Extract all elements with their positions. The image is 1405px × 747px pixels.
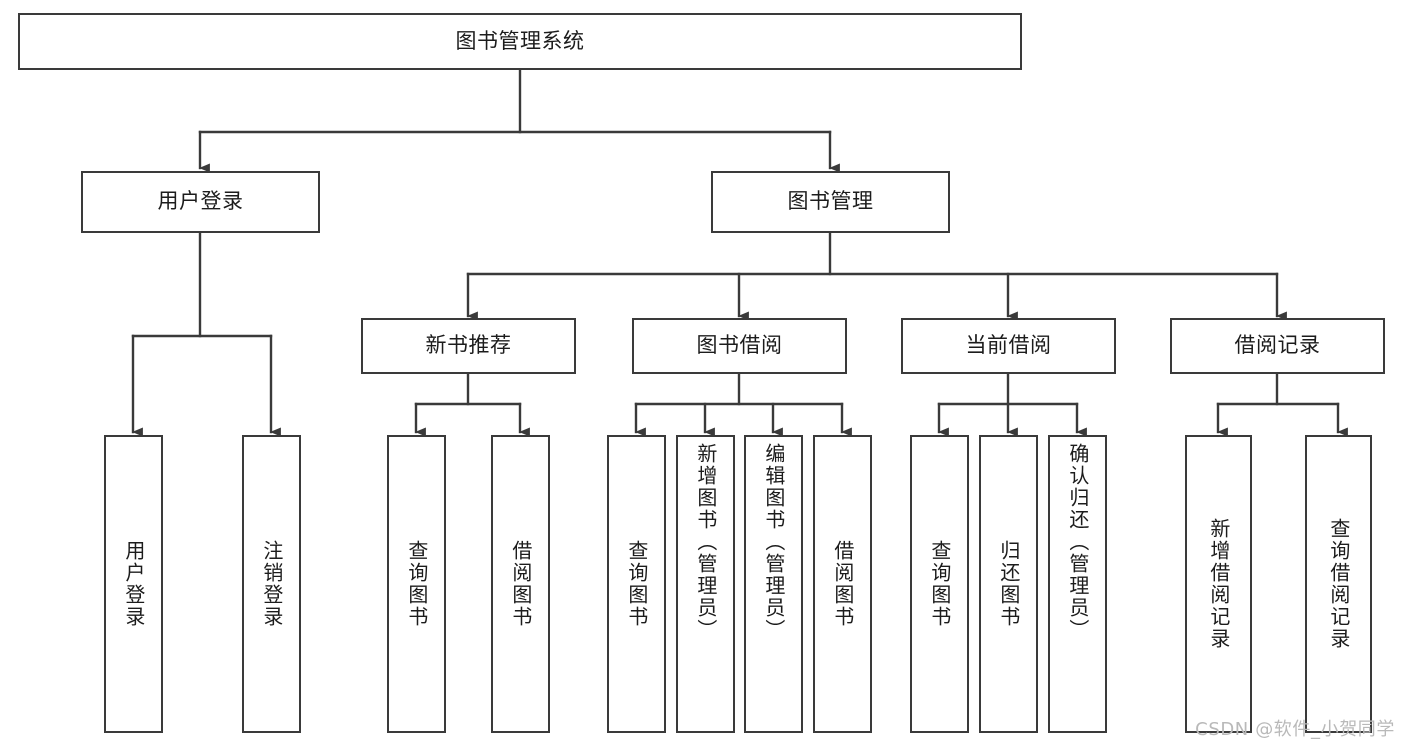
node-leaf-confirm-return[interactable]: 确认归还（管理员） xyxy=(1048,435,1107,733)
node-leaf-borrow-book-2[interactable]: 借阅图书 xyxy=(813,435,872,733)
node-leaf-query-book-1-label: 查询图书 xyxy=(404,540,429,628)
node-book-management[interactable]: 图书管理 xyxy=(711,171,950,233)
node-user-login[interactable]: 用户登录 xyxy=(81,171,320,233)
node-leaf-query-record-label: 查询借阅记录 xyxy=(1326,518,1351,650)
node-leaf-logout-login[interactable]: 注销登录 xyxy=(242,435,301,733)
node-leaf-add-record[interactable]: 新增借阅记录 xyxy=(1185,435,1252,733)
node-leaf-user-login[interactable]: 用户登录 xyxy=(104,435,163,733)
node-leaf-add-book-label: 新增图书（管理员） xyxy=(693,443,718,641)
node-book-management-label: 图书管理 xyxy=(787,189,874,214)
node-leaf-query-book-1[interactable]: 查询图书 xyxy=(387,435,446,733)
node-leaf-borrow-book-1[interactable]: 借阅图书 xyxy=(491,435,550,733)
node-leaf-user-login-label: 用户登录 xyxy=(121,540,146,628)
node-leaf-borrow-book-1-label: 借阅图书 xyxy=(508,540,533,628)
node-leaf-query-book-2[interactable]: 查询图书 xyxy=(607,435,666,733)
node-root[interactable]: 图书管理系统 xyxy=(18,13,1022,70)
node-leaf-edit-book[interactable]: 编辑图书（管理员） xyxy=(744,435,803,733)
node-leaf-borrow-book-2-label: 借阅图书 xyxy=(830,540,855,628)
node-leaf-query-book-3[interactable]: 查询图书 xyxy=(910,435,969,733)
node-leaf-logout-login-label: 注销登录 xyxy=(259,540,284,628)
node-book-borrow[interactable]: 图书借阅 xyxy=(632,318,847,374)
node-leaf-query-book-3-label: 查询图书 xyxy=(927,540,952,628)
node-new-book-recommend-label: 新书推荐 xyxy=(425,333,512,358)
node-current-borrow-label: 当前借阅 xyxy=(965,333,1052,358)
node-leaf-query-book-2-label: 查询图书 xyxy=(624,540,649,628)
node-new-book-recommend[interactable]: 新书推荐 xyxy=(361,318,576,374)
node-leaf-return-book-label: 归还图书 xyxy=(996,540,1021,628)
node-book-borrow-label: 图书借阅 xyxy=(696,333,783,358)
node-leaf-confirm-return-label: 确认归还（管理员） xyxy=(1065,443,1090,641)
node-borrow-record-label: 借阅记录 xyxy=(1234,333,1321,358)
node-current-borrow[interactable]: 当前借阅 xyxy=(901,318,1116,374)
watermark-text: CSDN @软件_小贺同学 xyxy=(1195,719,1395,740)
node-leaf-edit-book-label: 编辑图书（管理员） xyxy=(761,443,786,641)
node-leaf-return-book[interactable]: 归还图书 xyxy=(979,435,1038,733)
node-leaf-query-record[interactable]: 查询借阅记录 xyxy=(1305,435,1372,733)
node-root-label: 图书管理系统 xyxy=(455,28,585,53)
node-borrow-record[interactable]: 借阅记录 xyxy=(1170,318,1385,374)
node-leaf-add-book[interactable]: 新增图书（管理员） xyxy=(676,435,735,733)
node-leaf-add-record-label: 新增借阅记录 xyxy=(1206,518,1231,650)
node-user-login-label: 用户登录 xyxy=(157,189,244,214)
